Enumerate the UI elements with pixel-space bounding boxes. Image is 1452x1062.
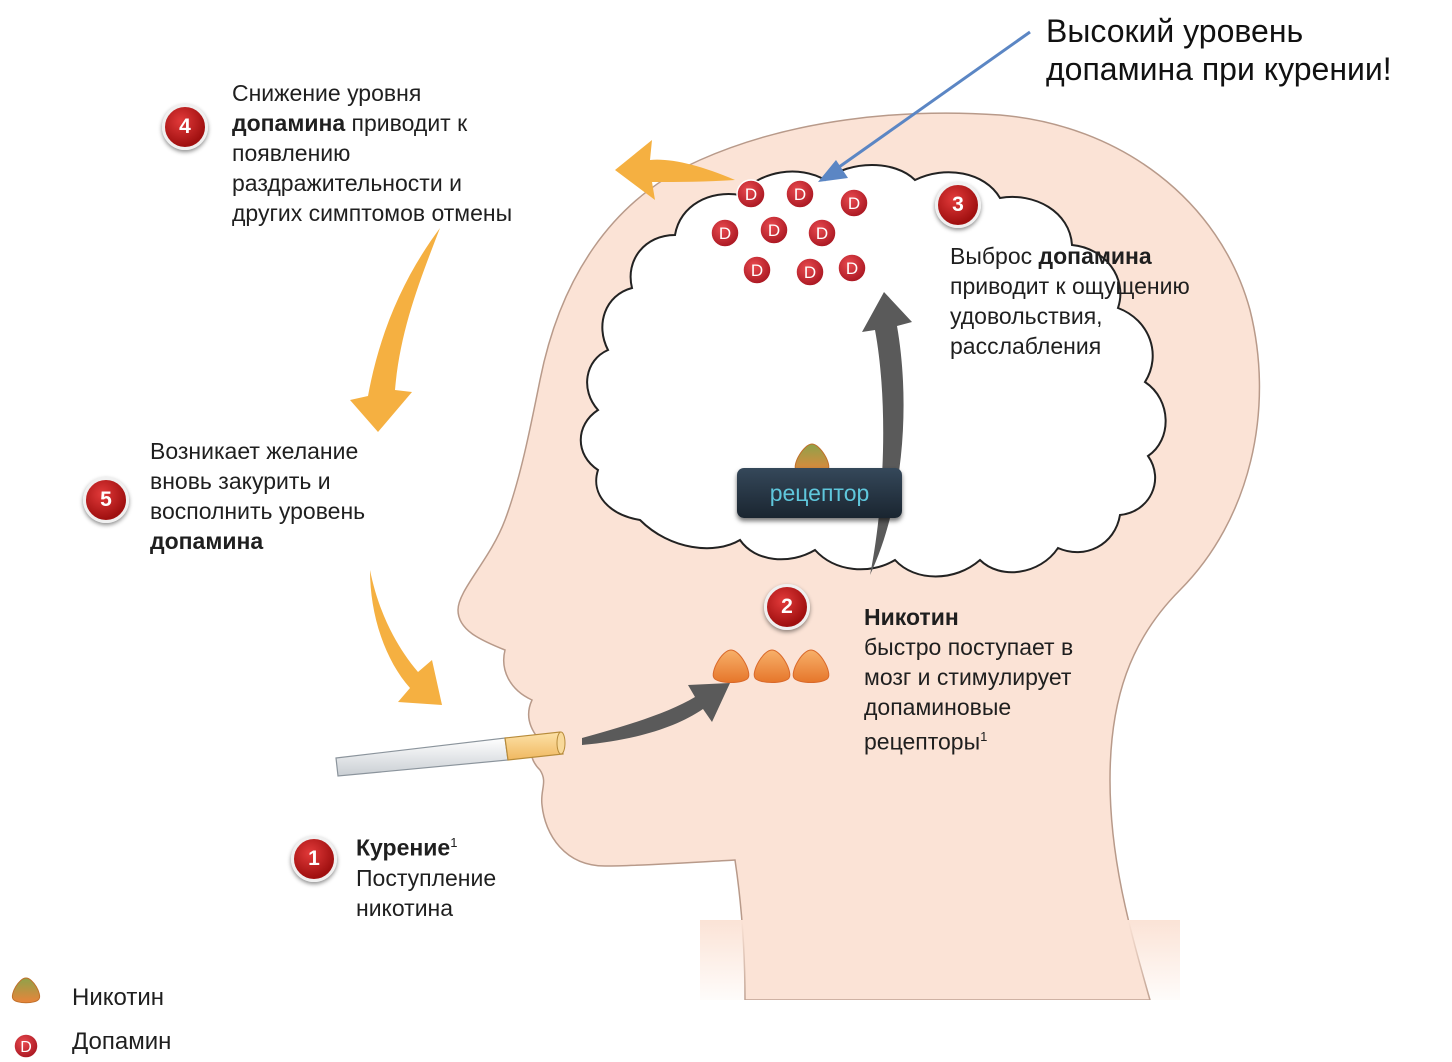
dopamine-molecule: D	[785, 179, 815, 209]
dopamine-letter: D	[751, 261, 763, 280]
step-5-badge: 5	[83, 477, 129, 523]
pointer-line	[831, 30, 1031, 174]
step-1-badge: 1	[291, 836, 337, 882]
step-4-line3: появлению	[232, 140, 351, 166]
dopamine-molecule: D	[736, 179, 766, 209]
headline: Высокий уровень допамина при курении!	[1046, 12, 1450, 88]
cigarette	[335, 731, 566, 777]
dopamine-letter: D	[794, 185, 806, 204]
step-2-badge: 2	[764, 584, 810, 630]
step-5-text: Возникает желание вновь закурить и воспо…	[150, 436, 450, 556]
receptor-box: рецептор	[737, 468, 902, 518]
dopamine-letter: D	[745, 185, 757, 204]
step-2-line3: мозг и стимулирует	[864, 664, 1072, 690]
step-5-line1: Возникает желание	[150, 438, 359, 464]
dopamine-molecule: D	[710, 218, 740, 248]
arrow-step5-to-cigarette	[370, 570, 442, 705]
legend-dopamine-icon: D	[13, 1033, 39, 1059]
step-4-bold: допамина	[232, 110, 346, 136]
headline-line2: допамина при курении!	[1046, 51, 1392, 87]
dopamine-molecule: D	[742, 255, 772, 285]
dopamine-molecule: D	[795, 257, 825, 287]
brain-outline	[579, 164, 1167, 578]
step-2-line5: рецепторы	[864, 728, 981, 755]
dopamine-letter: D	[816, 224, 828, 243]
step-3-bold: допамина	[1038, 243, 1152, 269]
dopamine-molecule: D	[759, 215, 789, 245]
dopamine-letter: D	[719, 224, 731, 243]
step-3-line2: приводит к ощущению	[950, 273, 1190, 299]
step-3-pre: Выброс	[950, 243, 1039, 269]
step-3-line4: расслабления	[950, 333, 1102, 359]
step-5-line3: восполнить уровень	[150, 498, 366, 524]
svg-text:D: D	[20, 1039, 32, 1056]
step-5-line2: вновь закурить и	[150, 468, 331, 494]
step-1-title: Курение	[356, 834, 451, 861]
dopamine-letter: D	[846, 259, 858, 278]
legend-nicotine-label: Никотин	[72, 984, 164, 1011]
step-2-title: Никотин	[864, 604, 959, 630]
headline-line1: Высокий уровень	[1046, 13, 1304, 49]
step-4-line4: раздражительности и	[232, 170, 462, 196]
step-4-post: приводит к	[345, 110, 468, 136]
step-1-line2: Поступление	[356, 864, 497, 891]
step-1-footnote: 1	[450, 835, 458, 850]
dopamine-molecule: D	[807, 218, 837, 248]
step-3-text: Выброс допамина приводит к ощущению удов…	[950, 241, 1250, 361]
arrow-brain-out	[615, 140, 735, 200]
legend-dopamine-label: Допамин	[72, 1028, 172, 1055]
step-2-line2: быстро поступает в	[864, 634, 1074, 660]
nicotine-molecules	[712, 649, 830, 683]
step-3-line3: удовольствия,	[950, 303, 1103, 329]
step-4-text: Снижение уровня допамина приводит к появ…	[232, 78, 592, 228]
arrow-receptor-to-dopamine	[862, 292, 912, 575]
step-2-footnote: 1	[980, 729, 988, 744]
step-2-text: Никотин быстро поступает в мозг и стимул…	[864, 602, 1124, 757]
arrow-step4-to-step5	[350, 228, 440, 432]
step-3-badge: 3	[935, 182, 981, 228]
dopamine-letter: D	[804, 263, 816, 282]
nicotine-molecule	[753, 649, 791, 683]
nicotine-molecule	[792, 649, 830, 683]
step-4-line5: других симптомов отмены	[232, 200, 513, 226]
pointer-arrowhead	[818, 160, 848, 182]
dopamine-letter: D	[768, 221, 780, 240]
dopamine-molecule: D	[837, 253, 867, 283]
legend-nicotine-icon	[11, 977, 41, 1004]
step-4-line1: Снижение уровня	[232, 80, 422, 106]
dopamine-molecule: D	[839, 188, 869, 218]
arrow-mouth-to-nicotine	[582, 683, 730, 745]
neck-fade	[700, 920, 1180, 1010]
step-2-line4: допаминовые	[864, 694, 1012, 720]
dopamine-letter: D	[848, 194, 860, 213]
nicotine-molecule	[712, 649, 750, 683]
step-1-line3: никотина	[356, 894, 454, 921]
step-5-bold: допамина	[150, 528, 264, 554]
step-1-text: Курение1 Поступление никотина	[356, 828, 576, 923]
step-4-badge: 4	[162, 104, 208, 150]
